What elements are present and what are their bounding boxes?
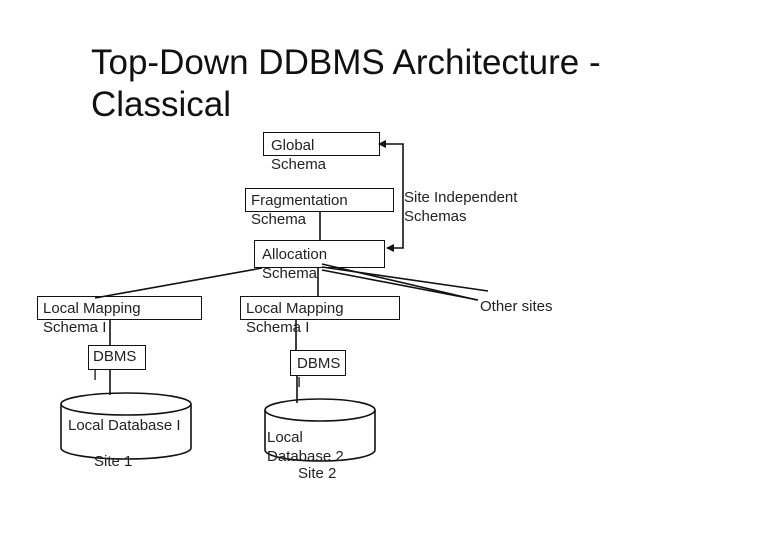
site-independent-bracket	[380, 143, 404, 249]
local-mapping-box-1	[37, 296, 202, 320]
dbms-box-1	[88, 345, 146, 370]
connector-allocation-othersites-3	[321, 269, 479, 301]
other-sites-label: Other sites	[480, 298, 553, 315]
connector-allocation-othersites-2	[321, 266, 489, 292]
connector-allocation-mapping1	[94, 267, 263, 299]
dbms-label-2: DBMS I	[297, 355, 341, 391]
database-cylinder-1	[60, 392, 192, 460]
dbms-label-1: DBMS I	[93, 348, 137, 384]
local-mapping-label-1: Local Mapping Schema I	[43, 300, 141, 336]
site-label-1: Site 1	[94, 453, 133, 470]
dbms-box-2	[290, 350, 346, 376]
allocation-schema-label: Allocation Schema	[262, 246, 328, 282]
allocation-schema-box	[254, 240, 385, 268]
global-schema-label: Global Schema	[271, 137, 327, 173]
local-database-label-2: Local Database 2	[267, 429, 344, 465]
fragmentation-schema-box	[245, 188, 394, 212]
fragmentation-schema-label: Fragmentation Schema	[251, 192, 348, 228]
page-title: Top-Down DDBMS Architecture - Classical	[91, 43, 601, 124]
global-schema-box	[263, 132, 380, 156]
local-mapping-label-2: Local Mapping Schema I	[246, 300, 344, 336]
local-database-label-1: Local Database I	[68, 417, 181, 434]
local-mapping-box-2	[240, 296, 400, 320]
site-independent-label: Site Independent Schemas	[404, 189, 518, 225]
arrowhead-allocation	[386, 244, 394, 252]
database-cylinder-2	[264, 398, 376, 462]
site-label-2: Site 2	[298, 465, 337, 482]
arrowhead-global	[378, 140, 386, 148]
